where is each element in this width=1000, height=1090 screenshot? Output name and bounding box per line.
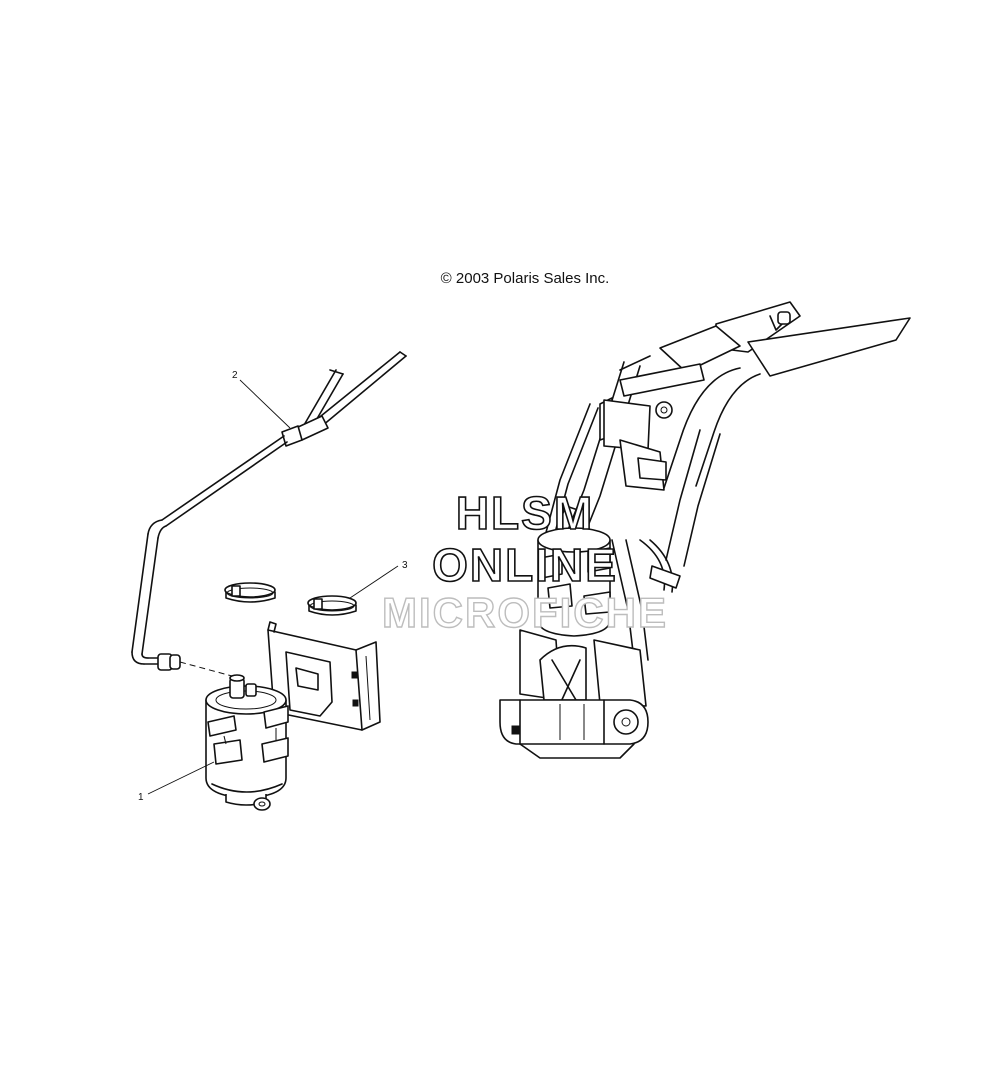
vehicle-frame xyxy=(499,301,911,759)
callout-label-1: 1 xyxy=(138,792,144,803)
watermark-line-1: HLSM xyxy=(455,487,595,539)
hose-clamps xyxy=(224,582,357,616)
callout-1: 1 xyxy=(138,761,215,803)
evap-canister xyxy=(205,674,289,811)
copyright-notice: © 2003 Polaris Sales Inc. xyxy=(440,270,610,287)
callout-label-3: 3 xyxy=(402,560,408,571)
watermark-line-3: MICROFICHE xyxy=(381,589,668,636)
canister-bracket xyxy=(267,621,381,731)
vent-hose-assembly xyxy=(131,351,407,677)
callout-2: 2 xyxy=(232,370,291,429)
watermark-line-2: ONLINE xyxy=(431,539,618,591)
callout-3: 3 xyxy=(349,560,408,599)
callout-label-2: 2 xyxy=(232,370,238,381)
